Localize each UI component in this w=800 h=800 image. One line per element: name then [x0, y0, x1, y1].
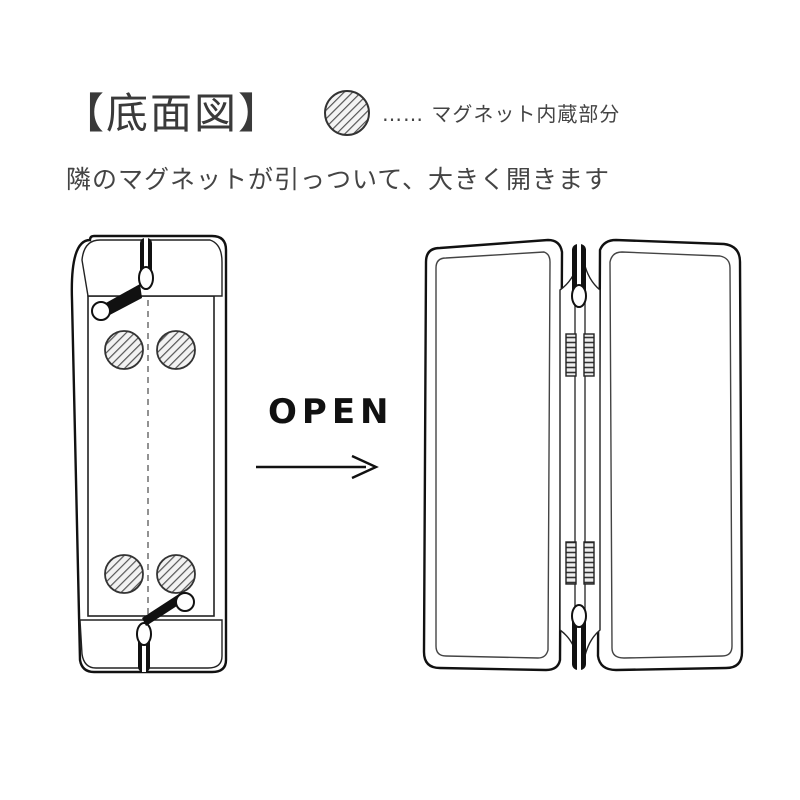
legend-label: …… マグネット内蔵部分 — [382, 102, 621, 126]
closed-case — [70, 234, 228, 674]
open-label: OPEN — [268, 392, 394, 432]
opened-bottom-zipper-pull-icon — [571, 604, 587, 628]
magnet-icon — [104, 330, 144, 370]
page-title: 【底面図】 — [62, 89, 283, 138]
magnet-icon — [156, 554, 196, 594]
closed-bottom-zipper-pull-icon — [136, 592, 195, 646]
magnet-strip-icon — [565, 541, 577, 585]
open-arrow-icon — [256, 454, 379, 480]
opened-top-zipper-pull-icon — [571, 284, 587, 308]
opened-left-panel — [422, 238, 564, 672]
opened-case — [422, 238, 744, 672]
magnet-icon — [156, 330, 196, 370]
opened-center-gusset — [559, 261, 601, 661]
magnet-strip-icon — [583, 541, 595, 585]
magnet-legend-icon — [324, 90, 370, 136]
opened-right-panel — [596, 238, 744, 672]
description-text: 隣のマグネットが引っついて、大きく開きます — [66, 165, 611, 194]
magnet-icon — [104, 554, 144, 594]
magnet-strip-icon — [583, 333, 595, 377]
magnet-strip-icon — [565, 333, 577, 377]
closed-top-zipper-pull-icon — [91, 266, 154, 321]
